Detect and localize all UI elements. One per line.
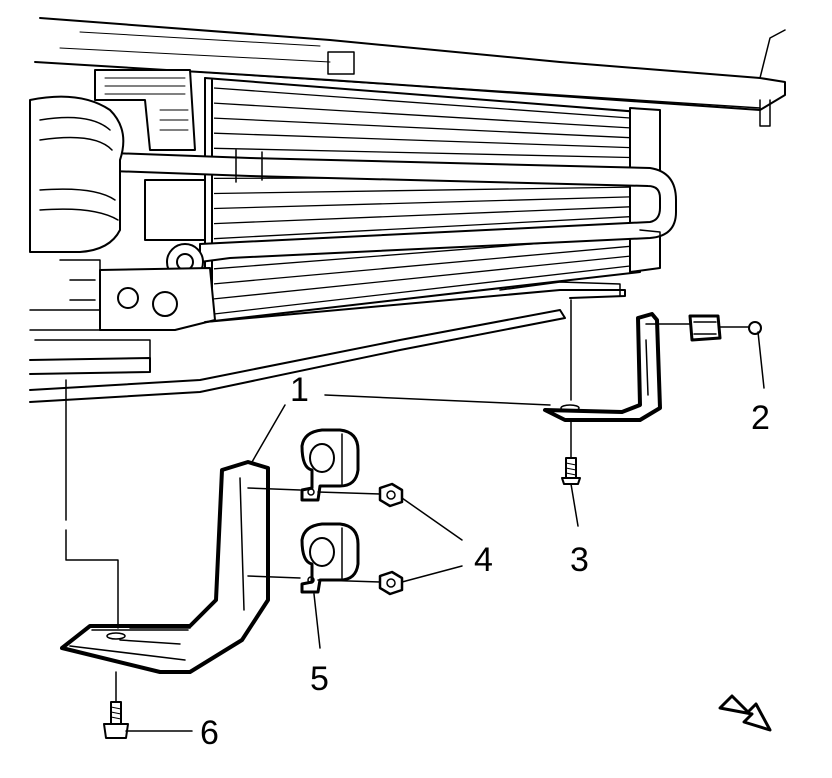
nut-upper bbox=[378, 482, 404, 508]
line-clip-lower bbox=[247, 522, 381, 594]
front-direction-arrow-icon bbox=[718, 694, 772, 732]
bolt-6 bbox=[103, 671, 129, 739]
cooler-core bbox=[204, 77, 661, 323]
cooler-fin-line bbox=[213, 196, 631, 210]
leader-lines bbox=[125, 331, 765, 732]
line-clip-upper bbox=[247, 428, 381, 502]
cooler-fin-line bbox=[213, 255, 631, 300]
cooler-fin-line bbox=[213, 216, 631, 240]
callout-4: 4 bbox=[474, 541, 493, 579]
nut-lower bbox=[378, 570, 404, 596]
bolt-3 bbox=[561, 299, 581, 485]
engine-components bbox=[29, 69, 216, 331]
cooler-fin-line bbox=[213, 265, 631, 315]
callout-2: 2 bbox=[751, 399, 770, 437]
cooler-fin-line bbox=[213, 132, 631, 149]
cooler-fin-line bbox=[213, 206, 631, 225]
callout-3: 3 bbox=[570, 541, 589, 579]
grommet-and-nut bbox=[645, 314, 762, 342]
lower-support bbox=[29, 229, 661, 403]
callout-1: 1 bbox=[290, 371, 309, 409]
cooler-fin-line bbox=[213, 87, 631, 119]
callout-5: 5 bbox=[310, 660, 329, 698]
upper-fascia-rail bbox=[34, 17, 786, 127]
cooler-fin-line bbox=[213, 102, 631, 129]
cooler-fin-line bbox=[213, 117, 631, 139]
left-cooler-bracket bbox=[60, 460, 270, 674]
cooler-fin-line bbox=[213, 186, 631, 195]
right-cooler-bracket bbox=[543, 312, 662, 422]
cooler-fin-line bbox=[213, 147, 631, 159]
guide-line-left bbox=[65, 379, 119, 629]
callout-6: 6 bbox=[200, 714, 219, 752]
cooler-fin-line bbox=[213, 245, 631, 285]
